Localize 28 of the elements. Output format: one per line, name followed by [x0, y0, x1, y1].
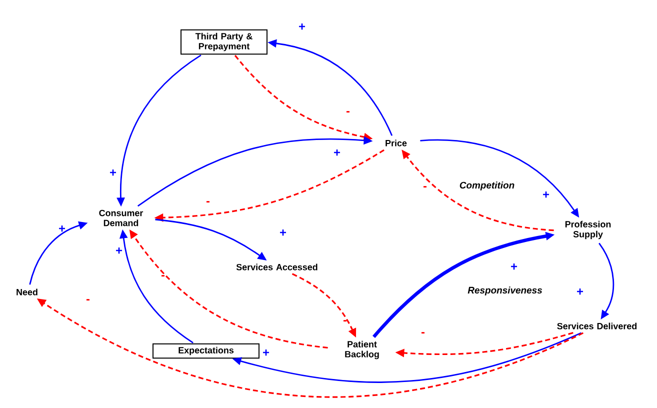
variable-label: Need: [16, 288, 38, 296]
polarity-sign: +: [299, 24, 306, 30]
loop-label: Competition: [460, 182, 514, 190]
polarity-sign: -: [423, 186, 427, 188]
polarity-sign: -: [346, 111, 350, 113]
polarity-sign: +: [511, 264, 518, 270]
polarity-sign: -: [206, 201, 210, 203]
variable-label: Services Delivered: [557, 322, 637, 330]
polarity-sign: -: [161, 275, 165, 277]
loop-label: Responsiveness: [468, 286, 542, 296]
variable-box: Third Party & Prepayment: [180, 29, 268, 55]
polarity-sign: +: [59, 226, 66, 232]
polarity-sign: +: [280, 230, 286, 236]
polarity-sign: +: [116, 248, 122, 254]
variable-box: Expectations: [152, 343, 260, 359]
variable-label: Profession Supply: [565, 220, 611, 240]
variable-label: Services Accessed: [236, 264, 318, 270]
variable-label: Consumer Demand: [99, 210, 144, 226]
polarity-sign: +: [110, 170, 116, 176]
variable-label: Price: [386, 140, 407, 146]
polarity-sign: -: [421, 332, 425, 334]
variable-label: Patient Backlog: [345, 340, 379, 360]
polarity-sign: +: [334, 150, 340, 156]
polarity-sign: -: [343, 320, 347, 322]
polarity-sign: +: [577, 288, 584, 295]
polarity-sign: -: [86, 299, 90, 301]
polarity-sign: +: [263, 350, 270, 356]
polarity-sign: +: [543, 192, 550, 198]
